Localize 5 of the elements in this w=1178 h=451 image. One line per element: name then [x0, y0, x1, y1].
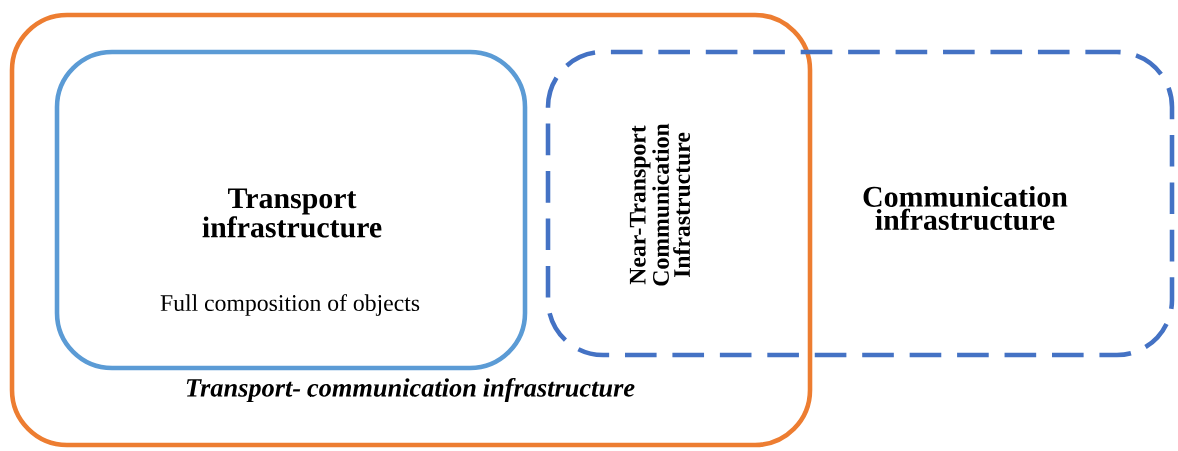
box-title: Transport- communication infrastructure — [186, 377, 635, 403]
box-title: Communication infrastructure — [863, 185, 1068, 231]
box-text: Full composition of objects — [160, 294, 420, 316]
rotated-text: Near-Transport Communication Infrastructure — [629, 123, 691, 286]
box-title: Transport infrastructure — [202, 188, 382, 238]
